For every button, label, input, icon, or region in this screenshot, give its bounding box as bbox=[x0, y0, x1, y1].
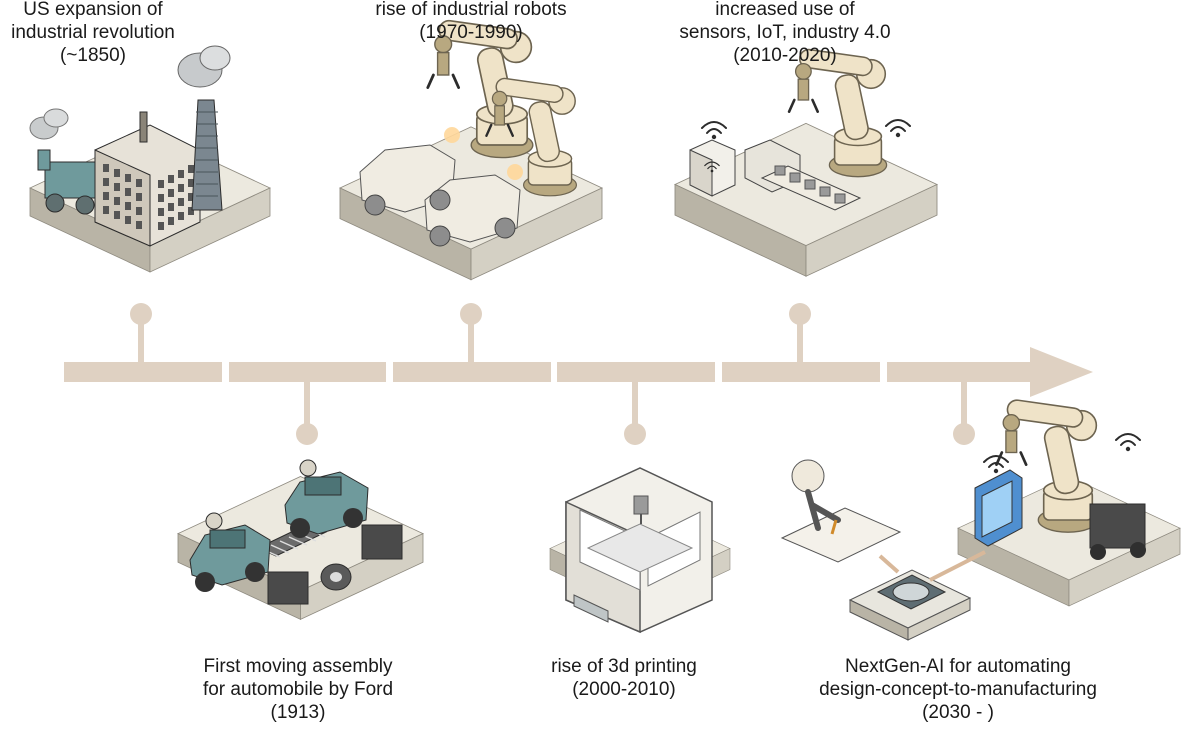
milestone-label-line: NextGen-AI for automating bbox=[844, 656, 1071, 677]
3d-printer-icon bbox=[549, 467, 731, 634]
milestone-connector-ford-assembly bbox=[296, 380, 318, 445]
milestone-label-line: sensors, IoT, industry 4.0 bbox=[679, 22, 891, 43]
milestone-label-line: rise of industrial robots bbox=[375, 0, 567, 20]
milestone-label-3d-printing: rise of 3d printing(2000-2010) bbox=[551, 655, 697, 701]
timeline-segment bbox=[229, 362, 386, 382]
ai-chip-icon bbox=[780, 397, 1181, 641]
milestone-connector-nextgen-ai bbox=[953, 380, 975, 445]
milestone-connector-3d-printing bbox=[624, 380, 646, 445]
milestone-label-line: First moving assembly bbox=[203, 656, 393, 677]
milestone-label-line: design-concept-to-manufacturing bbox=[819, 679, 1097, 700]
iot-robot-icon bbox=[674, 47, 938, 277]
timeline-segment bbox=[887, 362, 1040, 382]
timeline-segment bbox=[722, 362, 880, 382]
milestone-label-line: (2010-2020) bbox=[733, 45, 837, 66]
timeline-segment bbox=[64, 362, 222, 382]
milestone-label-industrial-robots: rise of industrial robots(1970-1990) bbox=[375, 0, 566, 44]
milestone-label-line: (1970-1990) bbox=[419, 22, 523, 43]
milestone-label-line: industrial revolution bbox=[11, 22, 175, 43]
milestone-label-line: (2030 - ) bbox=[922, 702, 994, 723]
robot-arm-icon bbox=[339, 18, 603, 281]
timeline-arrowhead bbox=[1030, 347, 1093, 397]
milestone-label-line: (2000-2010) bbox=[572, 679, 676, 700]
timeline-segment bbox=[393, 362, 551, 382]
factory-icon bbox=[29, 45, 271, 273]
milestone-label-line: rise of 3d printing bbox=[551, 656, 697, 677]
timeline-segment bbox=[557, 362, 715, 382]
milestone-label-line: US expansion of bbox=[23, 0, 163, 20]
milestone-connector-industrial-robots bbox=[460, 303, 482, 364]
car-assembly-icon bbox=[177, 459, 424, 620]
milestone-label-line: for automobile by Ford bbox=[202, 679, 394, 700]
milestone-label-line: (~1850) bbox=[59, 45, 127, 66]
milestone-connector-industrial-revolution bbox=[130, 303, 152, 364]
milestone-label-line: increased use of bbox=[715, 0, 855, 20]
milestone-connector-industry-4 bbox=[789, 303, 811, 364]
milestone-label-line: (1913) bbox=[270, 702, 326, 723]
